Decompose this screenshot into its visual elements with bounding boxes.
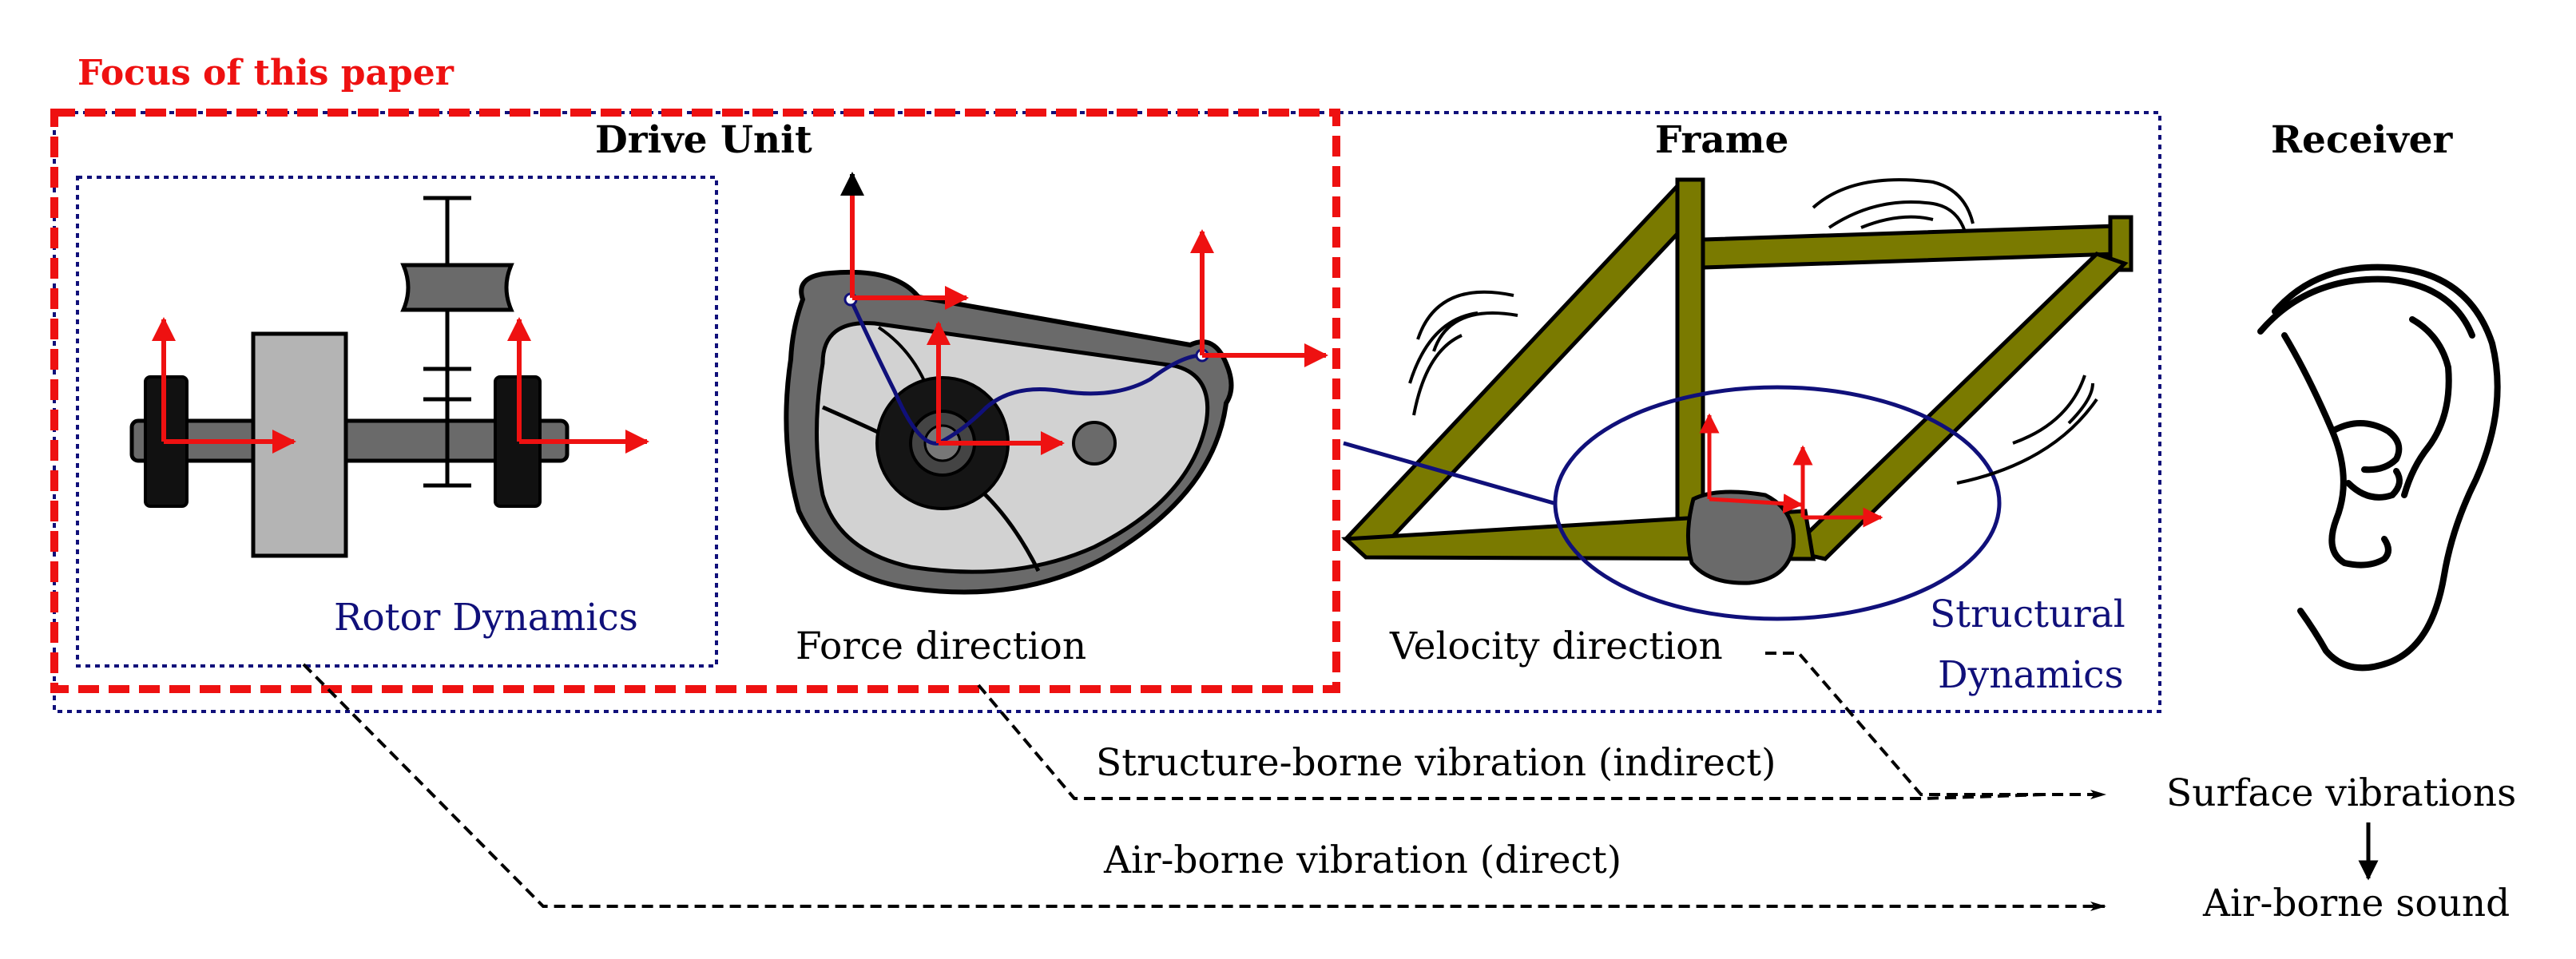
rotor-dynamics-label: Rotor Dynamics (334, 596, 638, 640)
receiver-title: Receiver (2271, 118, 2453, 162)
air-borne-label: Air-borne vibration (direct) (1104, 838, 1622, 882)
rotor-force-arrows (152, 317, 649, 454)
rotor-dynamics-box (76, 176, 718, 668)
bicycle-frame-icon (1340, 177, 2133, 621)
velocity-direction-label: Velocity direction (1390, 624, 1723, 668)
motor-housing-icon (784, 269, 1234, 595)
structure-borne-label: Structure-borne vibration (indirect) (1096, 741, 1776, 785)
drive-unit-title: Drive Unit (595, 118, 812, 162)
transmission-paths (302, 652, 2106, 911)
vibration-wave-icon (1408, 178, 2098, 485)
rotor-shaft-icon (129, 196, 570, 558)
ear-icon (2257, 264, 2501, 672)
surface-vibrations-label: Surface vibrations (2166, 771, 2517, 815)
focus-box (50, 109, 1340, 693)
force-arrow-icon (840, 172, 1328, 455)
frame-title: Frame (1655, 118, 1789, 162)
structural-dynamics-label-line1: Structural (1930, 592, 2125, 636)
air-borne-sound-label: Air-borne sound (2203, 882, 2511, 925)
force-direction-label: Force direction (796, 624, 1087, 668)
structural-dynamics-label-line2: Dynamics (1938, 653, 2124, 697)
focus-label: Focus of this paper (77, 53, 454, 93)
